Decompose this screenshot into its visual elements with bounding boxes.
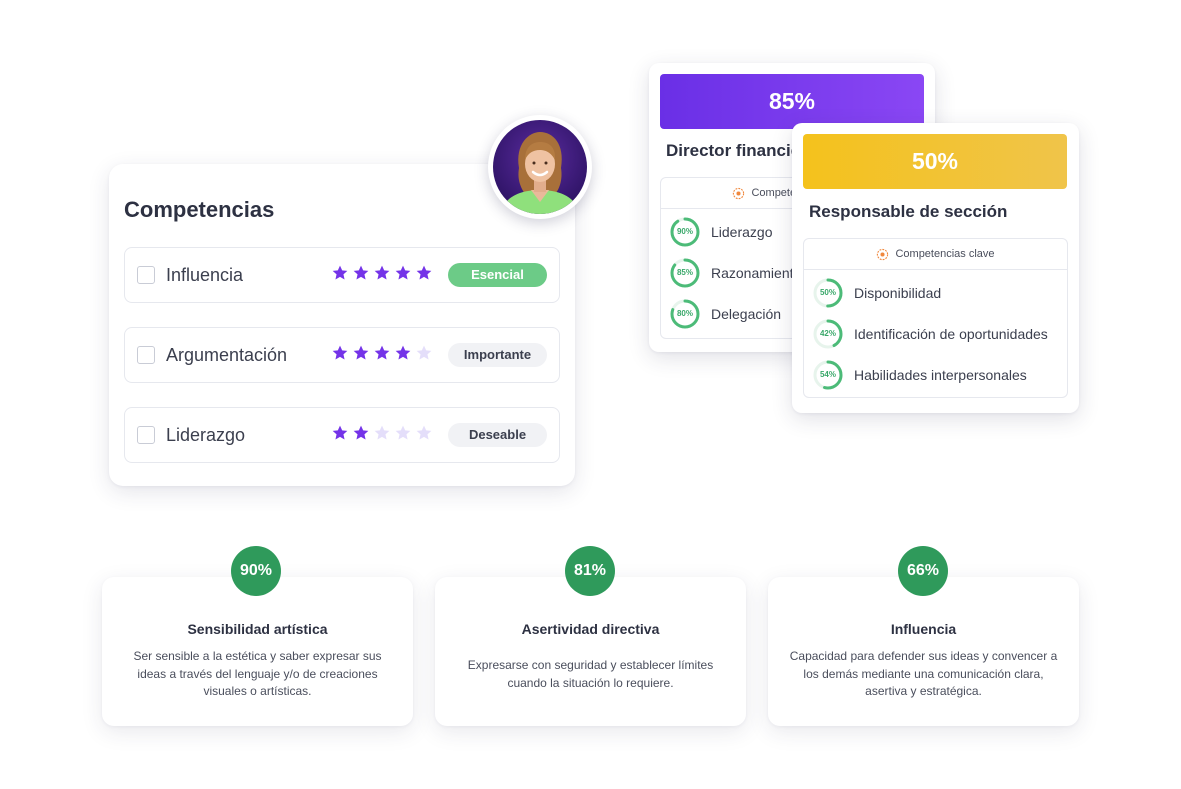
star-filled-icon	[353, 265, 369, 280]
progress-ring-graphic	[670, 299, 700, 329]
competency-item: 54% Habilidades interpersonales	[812, 359, 1027, 391]
job-title: Responsable de sección	[809, 202, 1008, 221]
key-competencies-label: Competencias clave	[895, 248, 995, 260]
progress-ring-graphic	[813, 319, 843, 349]
competency-item: 50% Disponibilidad	[812, 277, 941, 309]
competency-item: 80% Delegación	[669, 298, 781, 330]
star-filled-icon	[374, 345, 390, 360]
stat-title: Sensibilidad artística	[187, 621, 328, 637]
stat-description: Capacidad para defender sus ideas y conv…	[784, 648, 1063, 701]
avatar	[488, 115, 592, 219]
progress-ring-label: 42%	[819, 329, 836, 338]
progress-ring-graphic	[813, 360, 843, 390]
star-empty-icon	[374, 425, 390, 440]
competencias-card: Competencias Influencia Esencial Argumen…	[109, 164, 575, 486]
stat-description-line: ideas a través del lenguaje y/o de creac…	[137, 666, 378, 681]
progress-ring-label: 85%	[676, 268, 693, 277]
star-empty-icon	[416, 425, 432, 440]
stat-description-line: Capacidad para defender sus ideas y conv…	[789, 649, 1058, 663]
competency-item: 85% Razonamiento	[669, 257, 801, 289]
key-competencies-header: Competencias clave	[804, 239, 1067, 270]
stat-title: Asertividad directiva	[521, 621, 660, 637]
progress-ring: 50%	[812, 277, 844, 309]
priority-badge: Esencial	[448, 263, 547, 287]
star-rating	[331, 264, 433, 286]
stat-description-line: los demás mediante una comunicación clar…	[803, 666, 1044, 681]
checkbox-icon[interactable]	[137, 426, 155, 444]
competency-item: 42% Identificación de oportunidades	[812, 318, 1048, 350]
competency-label: Razonamiento	[711, 265, 802, 281]
gear-badge-icon	[733, 187, 745, 199]
job-card-responsable[interactable]: 50% Responsable de sección Competencias …	[792, 123, 1079, 413]
star-filled-icon	[353, 345, 369, 360]
progress-ring-graphic	[813, 278, 843, 308]
skill-name: Liderazgo	[166, 425, 246, 445]
gear-badge-icon	[877, 248, 889, 260]
progress-ring-label: 90%	[676, 227, 693, 236]
progress-ring: 85%	[669, 257, 701, 289]
stat-title: Influencia	[890, 621, 957, 637]
skill-name: Argumentación	[166, 345, 288, 365]
stat-description-line: visuales o artísticas.	[203, 684, 312, 698]
stat-description-line: cuando la situación lo requiere.	[507, 675, 674, 690]
star-filled-icon	[332, 265, 348, 280]
star-filled-icon	[395, 265, 411, 280]
stat-description-line: asertiva y estratégica.	[865, 684, 982, 698]
key-competencies-panel: Competencias clave 50% Disponibilidad 42…	[803, 238, 1068, 398]
progress-ring-graphic	[670, 217, 700, 247]
match-percent-header: 85%	[660, 74, 924, 129]
progress-ring: 54%	[812, 359, 844, 391]
stat-card-asertividad: Asertividad directiva Expresarse con seg…	[435, 577, 746, 726]
star-empty-icon	[416, 345, 432, 360]
stat-card-influencia: Influencia Capacidad para defender sus i…	[768, 577, 1079, 726]
stat-percent-circle: 90%	[231, 546, 281, 596]
star-filled-icon	[332, 345, 348, 360]
star-filled-icon	[416, 265, 432, 280]
competency-label: Habilidades interpersonales	[854, 367, 1027, 383]
competency-label: Delegación	[711, 306, 782, 322]
progress-ring-graphic	[670, 258, 700, 288]
priority-badge: Importante	[448, 343, 547, 367]
star-filled-icon	[332, 425, 348, 440]
star-filled-icon	[395, 345, 411, 360]
stat-description: Ser sensible a la estética y saber expre…	[118, 648, 397, 701]
progress-ring-label: 80%	[676, 309, 693, 318]
stat-card-sensibilidad: Sensibilidad artística Ser sensible a la…	[102, 577, 413, 726]
skill-name: Influencia	[166, 265, 244, 285]
star-empty-icon	[395, 425, 411, 440]
stat-percent-circle: 81%	[565, 546, 615, 596]
competency-item: 90% Liderazgo	[669, 216, 773, 248]
star-filled-icon	[353, 425, 369, 440]
star-filled-icon	[374, 265, 390, 280]
skill-row-liderazgo[interactable]: Liderazgo Deseable	[124, 407, 560, 463]
job-title: Director financiero	[666, 141, 818, 160]
competency-label: Disponibilidad	[854, 285, 942, 301]
progress-ring: 80%	[669, 298, 701, 330]
avatar-image	[493, 120, 587, 214]
progress-ring-label: 50%	[819, 288, 836, 297]
checkbox-icon[interactable]	[137, 346, 155, 364]
star-rating	[331, 424, 433, 446]
progress-ring-label: 54%	[819, 370, 836, 379]
competency-label: Liderazgo	[711, 224, 773, 240]
competency-label: Identificación de oportunidades	[854, 326, 1048, 342]
progress-ring: 42%	[812, 318, 844, 350]
checkbox-icon[interactable]	[137, 266, 155, 284]
star-rating	[331, 344, 433, 366]
competencias-title: Competencias	[124, 197, 275, 222]
stat-description-line: Expresarse con seguridad y establecer lí…	[467, 658, 714, 672]
stat-description: Expresarse con seguridad y establecer lí…	[451, 657, 730, 692]
stat-description-line: Ser sensible a la estética y saber expre…	[133, 649, 382, 663]
stat-percent-circle: 66%	[898, 546, 948, 596]
skill-row-argumentacion[interactable]: Argumentación Importante	[124, 327, 560, 383]
skill-row-influencia[interactable]: Influencia Esencial	[124, 247, 560, 303]
match-percent-header: 50%	[803, 134, 1067, 189]
priority-badge: Deseable	[448, 423, 547, 447]
progress-ring: 90%	[669, 216, 701, 248]
